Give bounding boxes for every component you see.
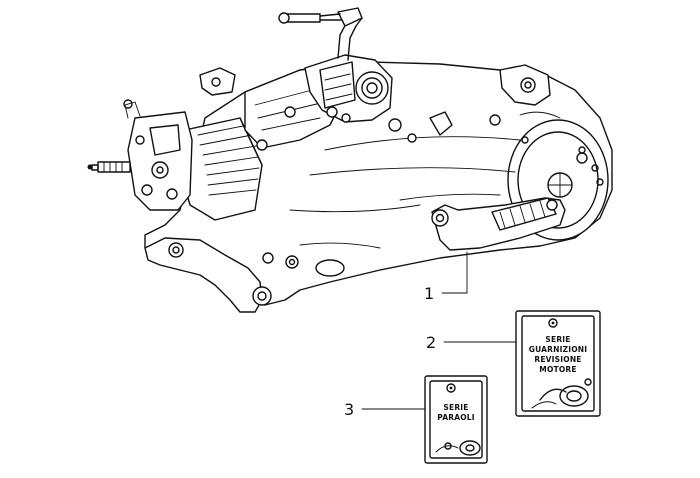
inspection-window (315, 259, 345, 277)
callout-2: 2 (426, 333, 517, 352)
callout-number-2: 2 (426, 333, 436, 352)
gasket-kit-line-4: MOTORE (539, 365, 576, 374)
callout-number-3: 3 (344, 400, 354, 419)
callout-3: 3 (344, 400, 426, 419)
callout-number-1: 1 (424, 284, 434, 303)
cylinder-head (123, 99, 193, 211)
oil-seal-kit-line-1: SERIE (443, 403, 468, 412)
brand-logo-icon (548, 318, 558, 328)
engine-assembly (87, 7, 613, 313)
gasket-kit-line-2: GUARNIZIONI (529, 345, 588, 354)
gasket-kit-line-1: SERIE (545, 335, 570, 344)
gasket-kit-package: SERIE GUARNIZIONI REVISIONE MOTORE (515, 310, 601, 417)
kickstart-lever (431, 197, 566, 251)
carburetor (278, 7, 393, 123)
callout-1: 1 (424, 251, 468, 303)
spark-plug (87, 161, 131, 173)
oil-seal-kit-package: SERIE PARAOLI (424, 375, 488, 464)
brand-logo-icon (446, 383, 456, 393)
oil-seal-kit-line-2: PARAOLI (437, 413, 475, 422)
gasket-kit-line-3: REVISIONE (534, 355, 581, 364)
